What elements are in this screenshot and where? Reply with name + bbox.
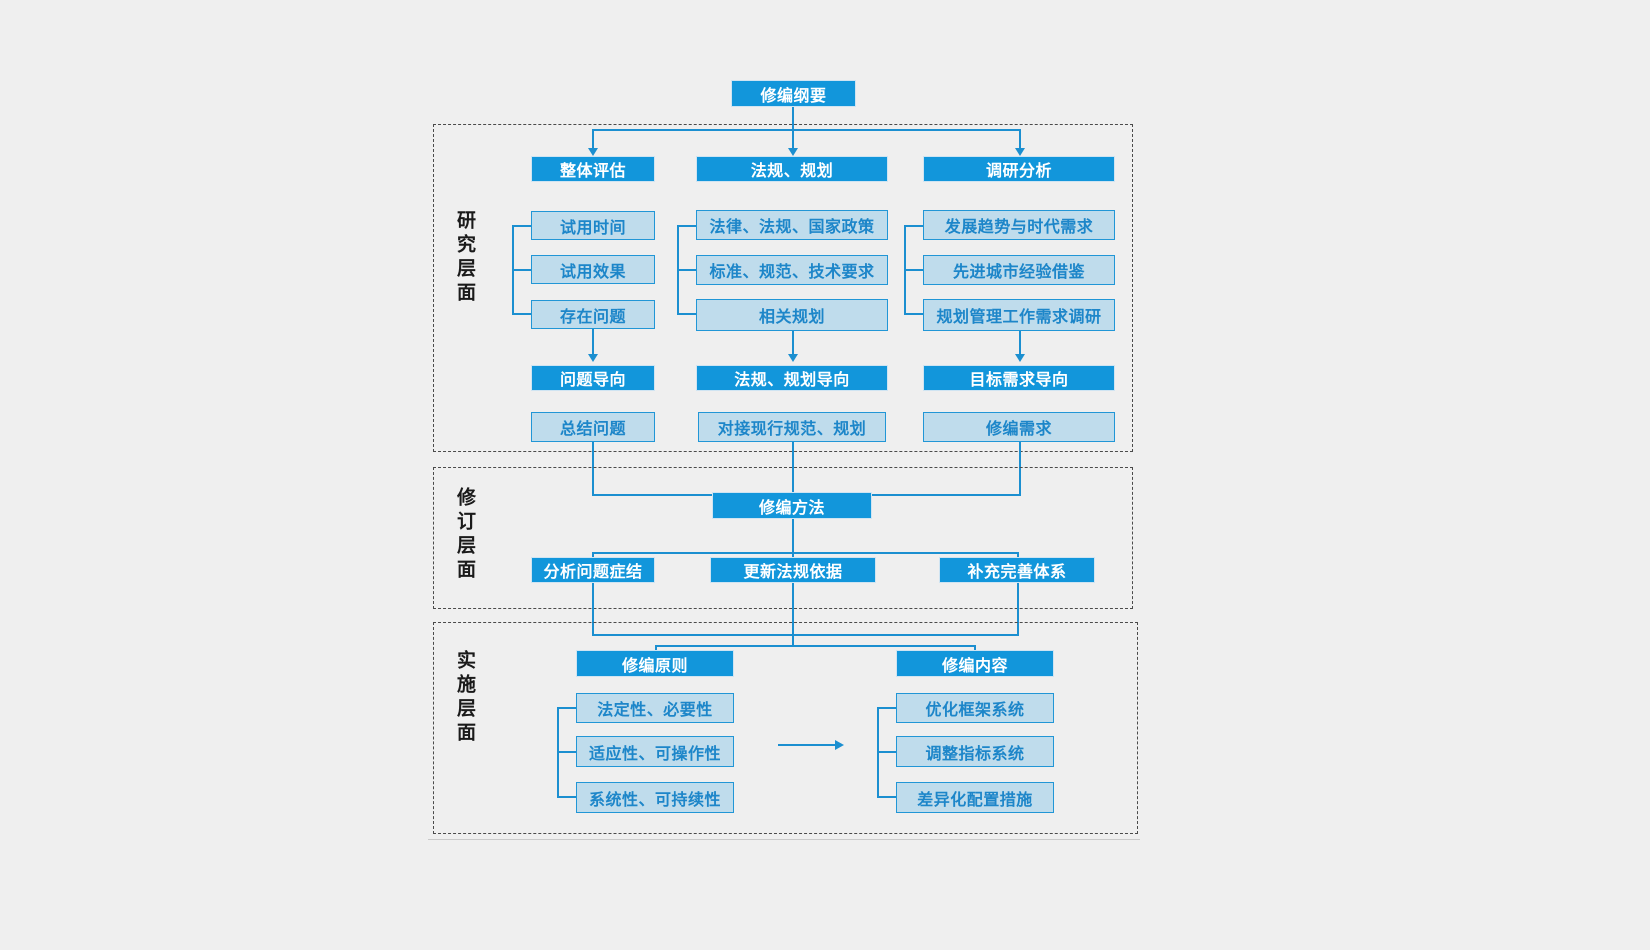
node-research-col2-outcome[interactable]: 对接现行规范、规划: [698, 412, 886, 442]
connector-rev-item1-down: [592, 583, 594, 635]
connector-rev-item2-down: [792, 583, 794, 635]
connector-col1-to-orientation: [592, 329, 594, 355]
bracket-research-col3: [904, 225, 923, 315]
node-research-col1-item-3[interactable]: 存在问题: [531, 300, 655, 329]
node-research-col1-outcome[interactable]: 总结问题: [531, 412, 655, 442]
connector-root-drop-1: [592, 129, 594, 149]
connector-revision-fan-3: [1017, 552, 1019, 558]
bracket-impl-principles: [557, 707, 576, 798]
connector-revision-fan-1: [592, 552, 594, 558]
section-frame-research: [433, 124, 1133, 452]
node-impl-contents-header[interactable]: 修编内容: [896, 650, 1054, 677]
node-research-col3-item-3[interactable]: 规划管理工作需求调研: [923, 299, 1115, 331]
node-revision-item-2[interactable]: 更新法规依据: [710, 557, 876, 583]
node-impl-principles-item-2[interactable]: 适应性、可操作性: [576, 736, 734, 767]
section-frame-revision: [433, 467, 1133, 609]
node-research-col3-outcome[interactable]: 修编需求: [923, 412, 1115, 442]
connector-impl-fan-right: [974, 645, 976, 652]
connector-revision-down: [792, 519, 794, 553]
section-label-implementation: 实施层面: [454, 650, 475, 746]
arrow-col1-orientation-icon: [588, 354, 598, 362]
connector-outcome3-down: [1019, 442, 1021, 495]
connector-impl-fan-bus: [655, 645, 975, 647]
bracket-impl-contents: [877, 707, 896, 798]
connector-root-drop-3: [1019, 129, 1021, 149]
node-impl-principles-item-1[interactable]: 法定性、必要性: [576, 693, 734, 723]
arrow-root-drop-3-icon: [1015, 148, 1025, 156]
bracket-research-col1: [512, 225, 531, 315]
connector-rev-item3-down: [1017, 583, 1019, 635]
node-research-col2-item-1[interactable]: 法律、法规、国家政策: [696, 210, 888, 240]
connector-outcome1-down: [592, 442, 594, 495]
connector-impl-bus: [592, 634, 1019, 636]
node-research-col3-item-2[interactable]: 先进城市经验借鉴: [923, 255, 1115, 285]
node-impl-contents-item-1[interactable]: 优化框架系统: [896, 693, 1054, 723]
connector-root-stem: [792, 107, 794, 129]
connector-revision-fan-2: [792, 552, 794, 558]
bracket-research-col2: [677, 225, 696, 315]
arrow-principles-to-contents-icon: [835, 740, 844, 750]
arrow-col3-orientation-icon: [1015, 354, 1025, 362]
arrow-root-drop-1-icon: [588, 148, 598, 156]
section-label-revision: 修订层面: [454, 487, 475, 583]
node-revision-item-3[interactable]: 补充完善体系: [939, 557, 1095, 583]
node-research-col3-item-1[interactable]: 发展趋势与时代需求: [923, 210, 1115, 240]
connector-revision-fan-bus: [592, 552, 1019, 554]
node-research-col2-orientation[interactable]: 法规、规划导向: [696, 365, 888, 391]
node-research-col1-item-1[interactable]: 试用时间: [531, 211, 655, 240]
node-impl-principles-item-3[interactable]: 系统性、可持续性: [576, 782, 734, 813]
arrow-col2-orientation-icon: [788, 354, 798, 362]
connector-outcome2-down: [792, 442, 794, 495]
node-research-col3-orientation[interactable]: 目标需求导向: [923, 365, 1115, 391]
node-research-col1-item-2[interactable]: 试用效果: [531, 255, 655, 284]
node-research-col2-header[interactable]: 法规、规划: [696, 156, 888, 182]
connector-root-drop-2: [792, 129, 794, 149]
arrow-root-drop-2-icon: [788, 148, 798, 156]
section-frame-implementation: [433, 622, 1138, 834]
node-revision-item-1[interactable]: 分析问题症结: [531, 557, 655, 583]
connector-col3-to-orientation: [1019, 331, 1021, 355]
connector-principles-to-contents: [778, 744, 836, 746]
bottom-divider: [428, 839, 1140, 840]
connector-impl-stem: [792, 634, 794, 646]
node-research-col1-orientation[interactable]: 问题导向: [531, 365, 655, 391]
connector-col2-to-orientation: [792, 331, 794, 355]
node-root-title[interactable]: 修编纲要: [731, 80, 856, 107]
node-impl-principles-header[interactable]: 修编原则: [576, 650, 734, 677]
connector-root-bus: [592, 129, 1020, 131]
node-revision-header[interactable]: 修编方法: [712, 492, 872, 519]
node-research-col2-item-2[interactable]: 标准、规范、技术要求: [696, 255, 888, 285]
node-research-col2-item-3[interactable]: 相关规划: [696, 299, 888, 331]
node-research-col3-header[interactable]: 调研分析: [923, 156, 1115, 182]
section-label-research: 研究层面: [454, 210, 475, 306]
connector-impl-fan-left: [655, 645, 657, 652]
node-impl-contents-item-3[interactable]: 差异化配置措施: [896, 782, 1054, 813]
node-research-col1-header[interactable]: 整体评估: [531, 156, 655, 182]
node-impl-contents-item-2[interactable]: 调整指标系统: [896, 736, 1054, 767]
